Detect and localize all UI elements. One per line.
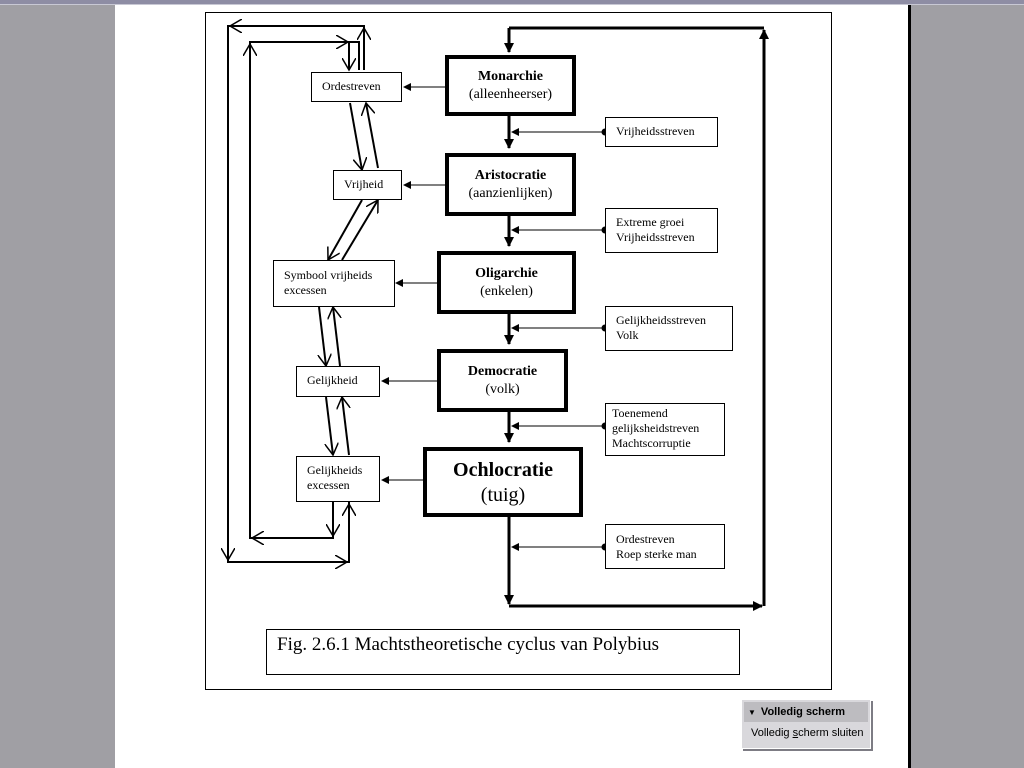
symbol-connectors [381,83,445,484]
state-title: Democratie [467,363,538,379]
driver-line: Toenemend [612,406,668,420]
driver-line: Roep sterke man [616,547,697,561]
symbol-line: Gelijkheid [307,373,358,387]
symbol-box: Gelijkheid [296,366,380,397]
page-shadow-edge [908,5,911,768]
symbol-box: Vrijheid [333,170,402,200]
state-subtitle: (aanzienlijken) [468,185,553,201]
state-title: Aristocratie [474,167,547,183]
close-fullscreen-button[interactable]: Volledig scherm sluiten [742,724,870,739]
driver-line: Machtscorruptie [612,436,691,450]
button-label-accelerator: s [792,727,799,739]
symbol-box: Ordestreven [311,72,402,102]
state-subtitle: (volk) [485,381,520,397]
fullscreen-toolbar: ▼ Volledig scherm Volledig scherm sluite… [741,699,871,749]
driver-line: Volk [616,328,639,342]
driver-line: gelijksheidstreven [612,421,700,435]
driver-line: Vrijheidsstreven [616,230,695,244]
driver-line: Vrijheidsstreven [616,124,695,138]
toolbar-title: Volledig scherm [760,706,846,718]
figure-frame [205,12,832,690]
state-title: Ochlocratie [453,459,553,481]
state-title: Monarchie [477,68,544,84]
symbol-line: Gelijkheids [307,463,363,477]
state-democratie: Democratie (volk) [437,349,568,412]
symbol-line: excessen [307,478,350,492]
dropdown-triangle-icon[interactable]: ▼ [748,707,756,717]
symbol-line: Vrijheid [344,177,384,191]
state-aristocratie: Aristocratie (aanzienlijken) [445,153,576,216]
state-title: Oligarchie [475,265,538,281]
driver-box: Extreme groei Vrijheidsstreven [605,208,718,253]
driver-line: Gelijkheidsstreven [616,313,706,327]
loop-arrowheads [228,26,364,562]
driver-box: Ordestreven Roep sterke man [605,524,725,569]
symbol-line: Symbool vrijheids [284,268,373,282]
fullscreen-toolbar-title-bar[interactable]: ▼ Volledig scherm [744,702,868,722]
cycle-arrows [504,26,769,611]
symbol-box: Symbool vrijheids excessen [273,260,395,307]
button-label-part: cherm sluiten [798,727,864,739]
state-subtitle: (alleenheerser) [468,86,553,102]
driver-box: Gelijkheidsstreven Volk [605,306,733,351]
state-ochlocratie: Ochlocratie (tuig) [423,447,583,517]
driver-box: Toenemend gelijksheidstreven Machtscorru… [605,403,725,456]
state-oligarchie: Oligarchie (enkelen) [437,251,576,314]
state-subtitle: (enkelen) [480,283,533,299]
window-top-border [0,0,1024,5]
figure-caption: Fig. 2.6.1 Machtstheoretische cyclus van… [266,629,740,675]
symbol-line: excessen [284,283,327,297]
state-monarchie: Monarchie (alleenheerser) [445,55,576,116]
button-label-part: Volledig [751,727,793,739]
driver-box: Vrijheidsstreven [605,117,718,147]
state-subtitle: (tuig) [480,484,526,506]
driver-line: Extreme groei [616,215,685,229]
symbol-line: Ordestreven [322,79,381,93]
driver-line: Ordestreven [616,532,675,546]
symbol-box: Gelijkheids excessen [296,456,380,502]
